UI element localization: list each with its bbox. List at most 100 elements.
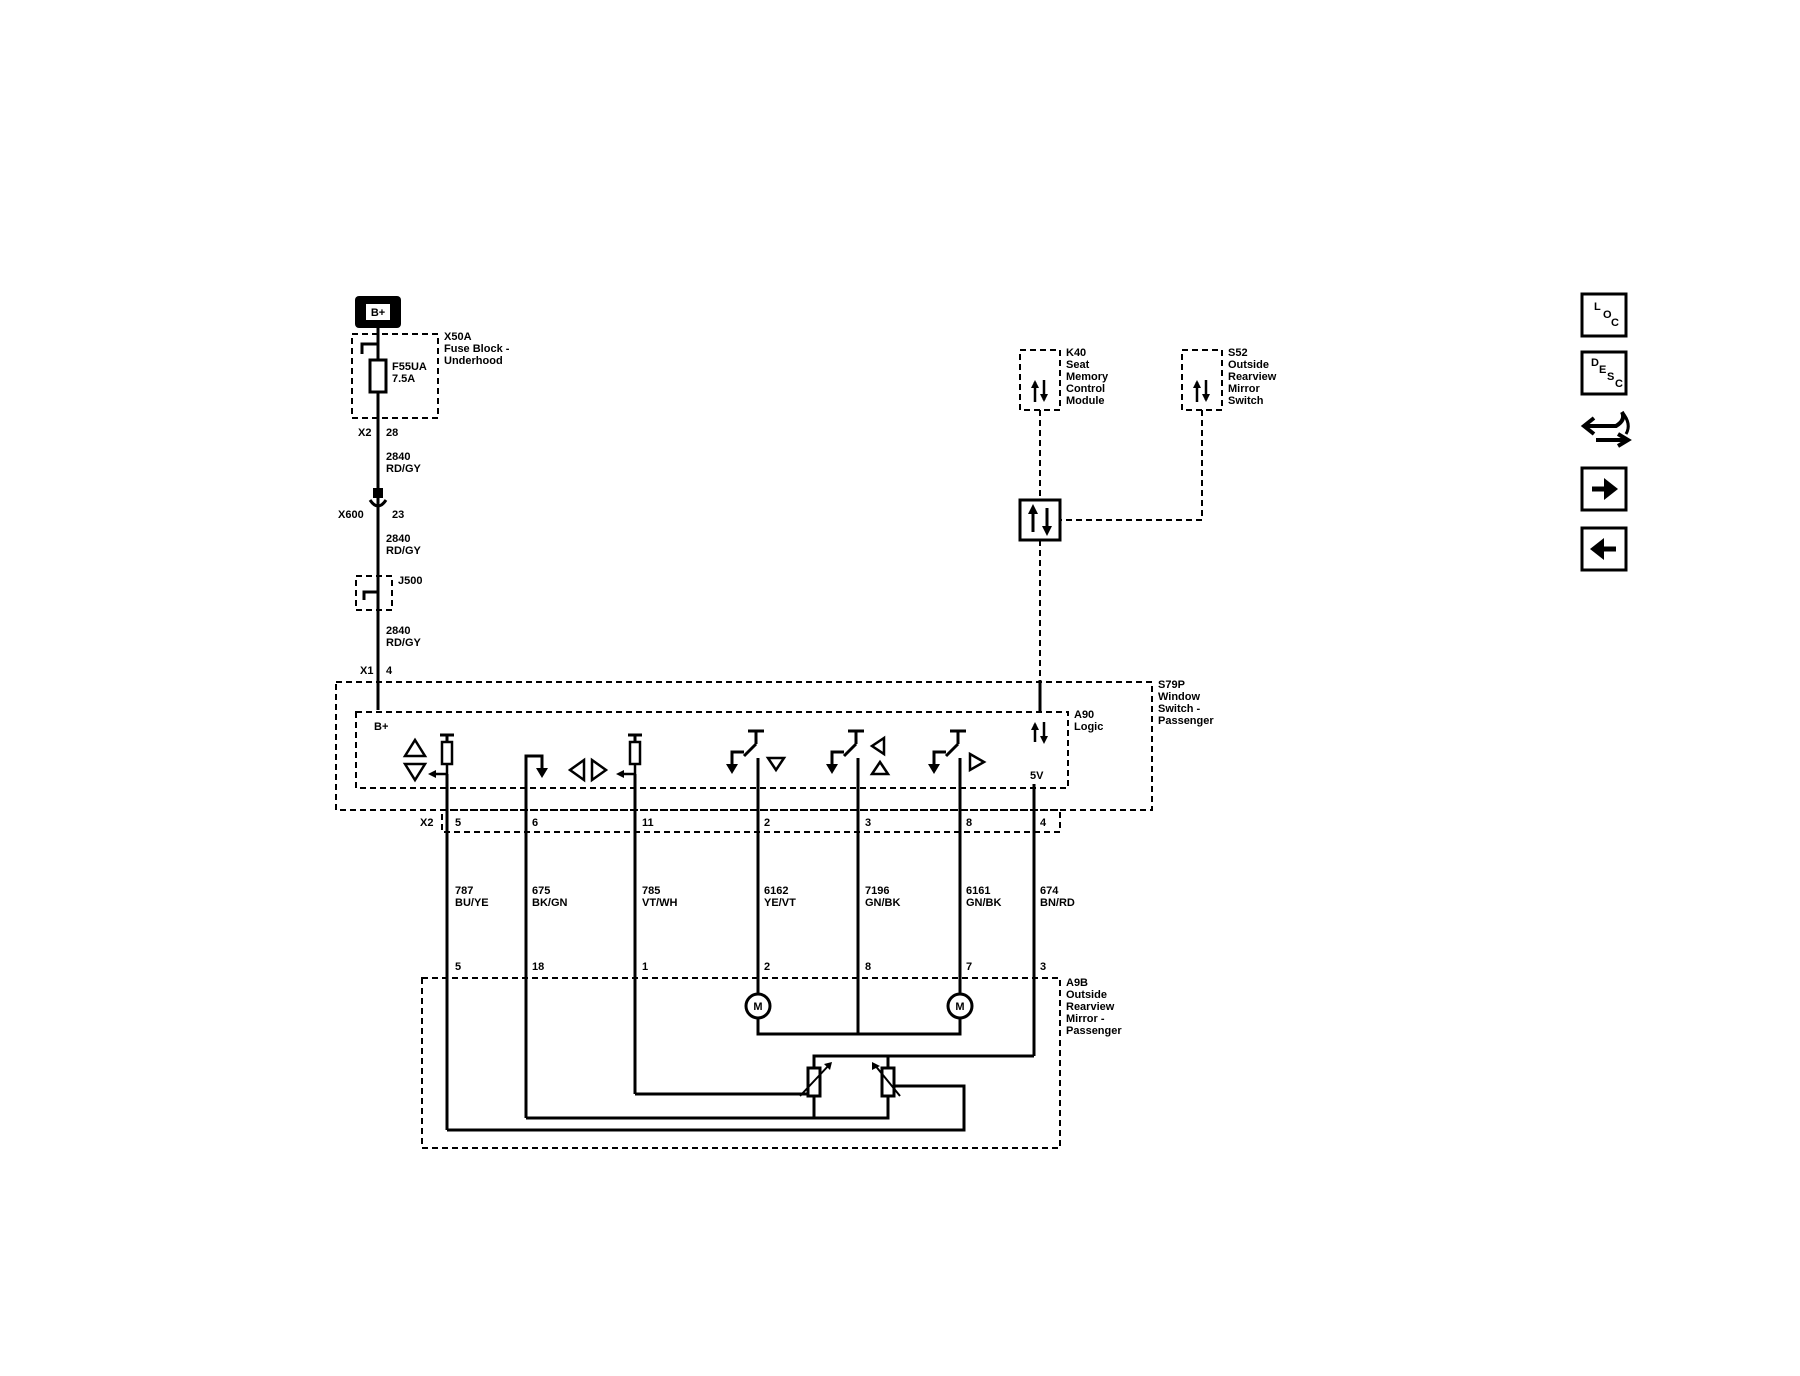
s79p-line2: Switch - <box>1158 703 1201 715</box>
desc-e: E <box>1599 364 1606 376</box>
w6-color: GN/BK <box>966 897 1002 909</box>
s52-line2: Rearview <box>1228 371 1277 383</box>
s79p-outline <box>335 681 1153 811</box>
s52-data-line <box>1061 410 1203 521</box>
left-right-arrows-icon <box>567 757 609 783</box>
s52-line4: Switch <box>1228 395 1264 407</box>
reference-bar <box>812 1054 1034 1068</box>
location-button[interactable]: L O C <box>1580 292 1628 338</box>
loc-l: L <box>1594 301 1601 313</box>
w7-pin-bottom: 3 <box>1040 961 1046 973</box>
wire-labels: 5 787 BU/YE 5 6 675 BK/GN 18 11 785 VT/W… <box>455 817 1075 973</box>
w4-color: YE/VT <box>764 897 796 909</box>
low-ref-to-sensor-2 <box>814 1096 890 1120</box>
a90-id: A90 <box>1074 709 1094 721</box>
horizontal-motor-icon: M <box>946 992 974 1020</box>
w4-pin-top: 2 <box>764 817 770 829</box>
w2-pin-bottom: 18 <box>532 961 544 973</box>
motor-2-label: M <box>955 1001 964 1013</box>
splice-id: J500 <box>398 575 422 587</box>
battery-label: B+ <box>371 307 385 319</box>
w3-pin-bottom: 1 <box>642 961 648 973</box>
w6-circuit: 6161 <box>966 885 990 897</box>
wire-low-circuit: 2840 <box>386 625 410 637</box>
a90-line1: Logic <box>1074 721 1103 733</box>
k40-data-arrows-icon <box>1031 380 1048 402</box>
w3-pin-top: 11 <box>642 817 654 829</box>
next-page-button[interactable] <box>1580 466 1628 512</box>
w5-pin-top: 3 <box>865 817 871 829</box>
a90-bplus: B+ <box>374 721 388 733</box>
s79p-line1: Window <box>1158 691 1200 703</box>
fuse-pin: 28 <box>386 427 398 439</box>
w7-pin-top: 4 <box>1040 817 1047 829</box>
a9b-outline <box>421 977 1061 1149</box>
desc-c: C <box>1615 378 1623 390</box>
motor-switch-left-icon <box>826 729 891 776</box>
wire-top-circuit: 2840 <box>386 451 410 463</box>
wire-mid-color: RD/GY <box>386 545 422 557</box>
desc-d: D <box>1591 357 1599 369</box>
s52-line3: Mirror <box>1228 383 1261 395</box>
vertical-motor-icon: M <box>744 992 772 1020</box>
previous-page-button[interactable] <box>1580 526 1628 572</box>
motor-1-label: M <box>753 1001 762 1013</box>
battery-symbol: B+ <box>355 296 401 328</box>
description-button[interactable]: D E S C <box>1580 350 1628 396</box>
gateway-data-arrows-icon <box>1028 504 1052 536</box>
a9b-line4: Passenger <box>1066 1025 1122 1037</box>
a9b-line3: Mirror - <box>1066 1013 1105 1025</box>
a9b-line2: Rearview <box>1066 1001 1115 1013</box>
s79p-line3: Passenger <box>1158 715 1214 727</box>
vertical-position-sensor-icon <box>799 1062 832 1098</box>
inline-conn-id: X600 <box>338 509 364 521</box>
a90-5v: 5V <box>1030 770 1044 782</box>
splice-tap <box>362 590 378 600</box>
w7-color: BN/RD <box>1040 897 1075 909</box>
a9b-line1: Outside <box>1066 989 1107 1001</box>
k40-line3: Control <box>1066 383 1105 395</box>
arrow-left-icon <box>1590 538 1616 560</box>
motor-switch-right-icon <box>928 729 987 774</box>
s52-id: S52 <box>1228 347 1248 359</box>
data-gateway-box <box>1018 498 1062 542</box>
w3-circuit: 785 <box>642 885 660 897</box>
s52-outline <box>1181 349 1223 411</box>
signal-787-from-sensor <box>447 1084 966 1132</box>
horizontal-position-input-icon <box>616 733 642 778</box>
w1-pin-top: 5 <box>455 817 461 829</box>
fuse-conn: X2 <box>358 427 371 439</box>
w7-circuit: 674 <box>1040 885 1059 897</box>
loc-o: O <box>1603 309 1612 321</box>
horizontal-position-sensor-icon <box>872 1062 901 1098</box>
w2-circuit: 675 <box>532 885 550 897</box>
w2-pin-top: 6 <box>532 817 538 829</box>
up-down-arrows-icon <box>402 737 428 783</box>
s52-data-arrows-icon <box>1193 380 1210 402</box>
a90-outline <box>355 711 1069 789</box>
w4-pin-bottom: 2 <box>764 961 770 973</box>
w1-color: BU/YE <box>455 897 489 909</box>
wire-mid-circuit: 2840 <box>386 533 410 545</box>
w6-pin-bottom: 7 <box>966 961 972 973</box>
connector-swap-icon[interactable] <box>1580 411 1632 448</box>
w1-circuit: 787 <box>455 885 473 897</box>
s52-line1: Outside <box>1228 359 1269 371</box>
x2-conn-label: X2 <box>420 817 433 829</box>
wire-low-color: RD/GY <box>386 637 422 649</box>
w6-pin-top: 8 <box>966 817 972 829</box>
desc-s: S <box>1607 371 1614 383</box>
w4-circuit: 6162 <box>764 885 788 897</box>
w5-circuit: 7196 <box>865 885 889 897</box>
w5-color: GN/BK <box>865 897 901 909</box>
loc-c: C <box>1611 317 1619 329</box>
k40-outline <box>1019 349 1061 411</box>
k40-id: K40 <box>1066 347 1086 359</box>
fuse-block-name-2: Underhood <box>444 355 503 367</box>
k40-line4: Module <box>1066 395 1105 407</box>
fuse-block-name-1: Fuse Block - <box>444 343 510 355</box>
w2-color: BK/GN <box>532 897 568 909</box>
motor-switch-down-icon <box>726 729 787 774</box>
fuse-id: F55UA <box>392 361 427 373</box>
